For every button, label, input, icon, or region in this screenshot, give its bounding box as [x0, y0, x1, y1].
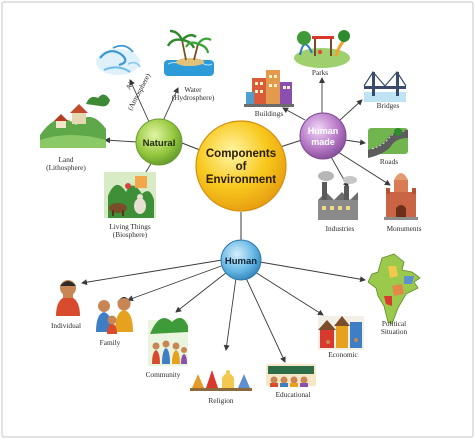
center-title-line2: of [236, 161, 247, 173]
arrow-community [175, 271, 228, 313]
arrow-water [162, 87, 179, 122]
label-economic: Economic [328, 350, 358, 359]
arrow-family [127, 264, 225, 302]
human-made-hub-label-line1: Human [308, 126, 339, 136]
label-land: Land [59, 155, 74, 164]
label-political-sub: Situation [381, 327, 408, 336]
label-air: Air [124, 78, 137, 91]
water-illustration [164, 29, 214, 76]
political-illustration [367, 253, 421, 325]
label-industries: Industries [326, 224, 355, 233]
roads-illustration [368, 128, 408, 158]
label-water-sub: (Hydrosphere) [172, 93, 215, 102]
label-monuments: Monuments [387, 224, 422, 233]
human-hub-label: Human [225, 256, 257, 267]
label-bridges: Bridges [377, 101, 400, 110]
label-religion: Religion [208, 396, 233, 405]
arrow-land [104, 137, 138, 144]
human-hub: Human [220, 239, 262, 281]
label-buildings: Buildings [255, 109, 284, 118]
human-made-hub-label-line2: made [311, 137, 335, 147]
community-illustration [148, 317, 188, 366]
human-made-hub: Human made [299, 112, 347, 160]
label-living: Living Things [109, 222, 151, 231]
bridges-illustration [363, 70, 407, 102]
arrow-economic [254, 271, 324, 316]
arrow-individual [81, 259, 223, 286]
label-individual: Individual [51, 321, 81, 330]
industries-illustration [318, 171, 358, 220]
label-political: Political [382, 319, 406, 328]
parks-illustration [294, 30, 350, 68]
label-family: Family [100, 338, 121, 347]
arrow-roads [344, 139, 366, 146]
link-center-made [279, 139, 303, 148]
center-title-line3: Environment [206, 174, 276, 186]
label-community: Community [146, 370, 181, 379]
label-roads: Roads [380, 157, 398, 166]
arrow-air [129, 79, 151, 125]
label-parks: Parks [312, 68, 328, 77]
family-illustration [96, 297, 133, 334]
monuments-illustration [384, 173, 418, 220]
label-water: Water [184, 85, 202, 94]
arrow-educational [245, 277, 286, 363]
buildings-illustration [244, 70, 294, 107]
label-land-sub: (Lithosphere) [46, 163, 86, 172]
center-hub: Components of Environment [195, 120, 287, 212]
arrow-buildings [282, 107, 306, 121]
air-illustration [96, 44, 141, 75]
religion-illustration [190, 370, 252, 391]
educational-illustration [266, 364, 316, 387]
arrow-bridges [339, 99, 363, 121]
economic-illustration [318, 316, 364, 350]
natural-hub-label: Natural [143, 138, 176, 149]
arrow-political [259, 261, 366, 283]
individual-illustration [56, 280, 80, 316]
label-living-sub: (Biosphere) [113, 230, 148, 239]
arrow-religion [223, 277, 237, 351]
natural-hub: Natural [135, 118, 183, 166]
land-illustration [40, 94, 110, 148]
label-educational: Educational [276, 390, 311, 399]
center-title-line1: Components [206, 148, 276, 160]
arrow-monuments [337, 151, 391, 186]
living-illustration [104, 172, 156, 218]
